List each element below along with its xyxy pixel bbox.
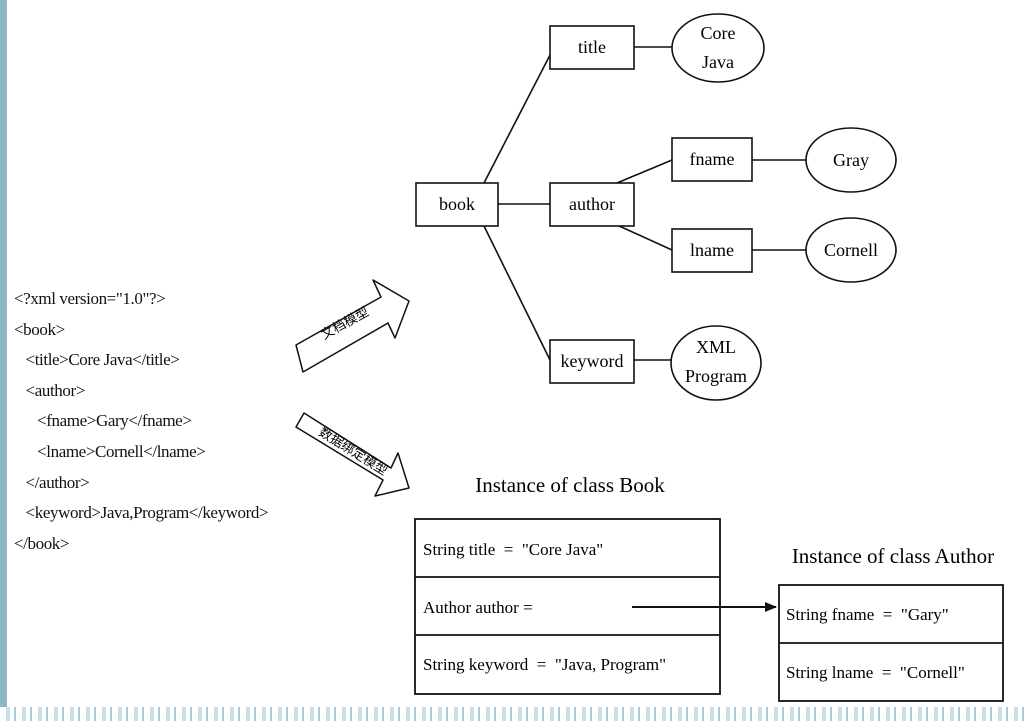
- tree-node-book-label: book: [439, 194, 475, 214]
- author-instance-caption: Instance of class Author: [792, 544, 994, 568]
- tree-node-fname: fname: [671, 137, 753, 182]
- tree-node-keyword: keyword: [549, 339, 635, 384]
- tree-node-lname-label: lname: [690, 240, 734, 260]
- book-instance-caption: Instance of class Book: [475, 473, 665, 497]
- tree-node-title-label: title: [578, 37, 606, 57]
- tree-node-lname: lname: [671, 228, 753, 273]
- value-core-java-line-2: Java: [702, 52, 734, 72]
- tree-node-keyword-label: keyword: [561, 351, 624, 371]
- tree-node-book: book: [415, 182, 499, 227]
- data-binding-model-arrow: 数据绑定模型: [295, 412, 410, 497]
- xml-line: </author>: [14, 472, 90, 492]
- tree-node-fname-label: fname: [690, 149, 735, 169]
- left-border-rule: [0, 0, 7, 721]
- value-node-xml-program: XML Program: [670, 325, 762, 401]
- book-field-keyword: String keyword = "Java, Program": [423, 655, 666, 674]
- xml-line: <lname>Cornell</lname>: [14, 441, 206, 461]
- data-binding-model-label: 数据绑定模型: [316, 424, 390, 478]
- value-node-gray: Gray: [805, 127, 897, 193]
- value-xml-program-line-2: Program: [685, 366, 747, 386]
- value-node-cornell: Cornell: [805, 217, 897, 283]
- author-instance-box: String fname = "Gary" String lname = "Co…: [778, 584, 1004, 702]
- tree-connectors: [483, 46, 807, 361]
- value-core-java-line-1: Core: [701, 23, 736, 43]
- author-field-lname: String lname = "Cornell": [786, 663, 965, 682]
- xml-line: <title>Core Java</title>: [14, 350, 180, 370]
- bottom-decorative-strip: [0, 707, 1030, 721]
- xml-line: <fname>Gary</fname>: [14, 411, 192, 431]
- value-xml-program-line-1: XML: [696, 337, 736, 357]
- document-model-arrow: 文档模型: [295, 279, 410, 373]
- value-cornell-label: Cornell: [824, 240, 878, 260]
- tree-node-author: author: [549, 182, 635, 227]
- tree-node-author-label: author: [569, 194, 615, 214]
- value-gray-label: Gray: [833, 150, 869, 170]
- xml-line: <keyword>Java,Program</keyword>: [14, 503, 269, 523]
- book-field-author: Author author =: [423, 598, 533, 617]
- tree-node-title: title: [549, 25, 635, 70]
- xml-source-listing: <?xml version="1.0"?> <book> <title>Core…: [14, 284, 354, 559]
- xml-line: <author>: [14, 380, 86, 400]
- xml-line: <?xml version="1.0"?>: [14, 289, 166, 308]
- author-field-fname: String fname = "Gary": [786, 605, 949, 624]
- xml-line: <book>: [14, 319, 65, 339]
- value-node-core-java: Core Java: [671, 13, 765, 83]
- xml-line: </book>: [14, 533, 70, 553]
- book-field-title: String title = "Core Java": [423, 540, 603, 559]
